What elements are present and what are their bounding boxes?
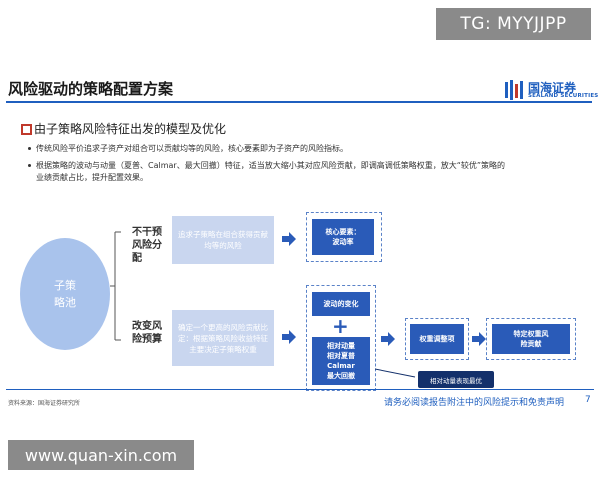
bullet-item: 传统风险平价追求子资产对组合可以贡献均等的风险，核心要素即为子资产的风险指标。: [28, 144, 348, 153]
logo-mark-icon: [505, 80, 523, 100]
page-number: 7: [585, 395, 591, 405]
disclaimer-text: 请务必阅读报告附注中的风险提示和免责声明: [384, 398, 565, 408]
specific-weight-box: 特定权重风 险贡献: [492, 324, 570, 354]
logo-text-cn: 国海证券: [528, 81, 577, 95]
section-title: 由子策略风险特征出发的模型及优化: [34, 122, 227, 136]
momentum-metrics-text: 相对动量 相对夏普 Calmar 最大回撤: [327, 342, 355, 380]
momentum-metrics-box: 相对动量 相对夏普 Calmar 最大回撤: [312, 337, 370, 385]
plus-sign: +: [332, 314, 349, 338]
branch-bracket: [110, 231, 121, 341]
section-square-icon: [21, 124, 32, 135]
specific-weight-text: 特定权重风 险贡献: [513, 330, 549, 348]
watermark-top: TG: MYYJJPP: [436, 8, 591, 40]
right-arrow-icon: [282, 232, 296, 246]
weight-adjust-box: 权重调整项: [410, 324, 464, 354]
footer-divider: [6, 389, 594, 390]
watermark-bottom: www.quan-xin.com: [8, 440, 194, 470]
volatility-key-box: 核心要素： 波动率: [312, 219, 374, 255]
branch-label-change-budget: 改变风险预算: [132, 321, 162, 345]
source-note: 资料来源：国海证券研究所: [8, 400, 81, 407]
company-logo: 国海证券 SEALAND SECURITIES: [504, 79, 598, 101]
callout-connector: [375, 368, 416, 378]
page-title: 风险驱动的策略配置方案: [8, 80, 174, 98]
branch-label-no-intervention: 不干预风险分配: [132, 227, 162, 264]
strategy-pool-node: 子策 略池: [20, 238, 110, 350]
volatility-change-box: 波动的变化: [312, 292, 370, 316]
equal-risk-box: 追求子策略在组合获得贡献均等的风险: [172, 216, 274, 264]
dashed-frame: [486, 318, 576, 360]
right-arrow-icon: [381, 332, 395, 346]
dashed-frame: [306, 285, 376, 391]
right-arrow-icon: [472, 332, 486, 346]
bullet-item: 根据策略的波动与动量（夏普、Calmar、最大回撤）特征，适当放大缩小其对应风险…: [28, 161, 505, 182]
strategy-pool-label: 子策 略池: [54, 279, 76, 309]
dashed-frame: [405, 318, 469, 360]
right-arrow-icon: [282, 330, 296, 344]
risk-budget-box: 确定一个更高的风险贡献比定：根据策略风险收益特征主要决定子策略权重: [172, 310, 274, 366]
logo-text-en: SEALAND SECURITIES: [528, 93, 599, 99]
dashed-frame: [306, 212, 382, 262]
volatility-key-text: 核心要素： 波动率: [325, 228, 361, 246]
header-divider: [6, 101, 592, 103]
momentum-callout: 相对动量表现最优: [418, 371, 494, 388]
